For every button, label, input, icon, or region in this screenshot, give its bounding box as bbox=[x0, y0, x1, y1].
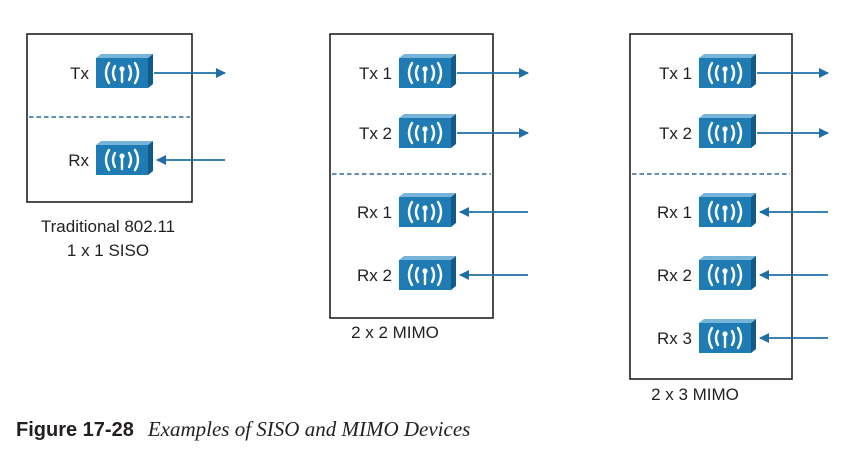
wireless-radio-icon bbox=[397, 191, 458, 229]
wireless-radio-icon bbox=[697, 112, 758, 150]
tx-label: Tx 2 bbox=[659, 124, 692, 143]
wireless-radio-icon bbox=[94, 52, 155, 90]
tx-label: Tx 1 bbox=[359, 64, 392, 83]
device-mimo-2x3: Tx 1 Tx 2 Rx 1 Rx 2 Rx 3 2 x 3 MIMO bbox=[629, 33, 829, 404]
rx-label: Rx 2 bbox=[657, 266, 692, 285]
device-caption-line-2: 1 x 1 SISO bbox=[67, 241, 149, 260]
rx-chain-1: Rx bbox=[68, 139, 225, 177]
device-caption-line-1: 2 x 2 MIMO bbox=[351, 323, 439, 342]
device-caption-line-1: Traditional 802.11 bbox=[41, 217, 175, 236]
tx-chain-2: Tx 2 bbox=[359, 112, 529, 150]
rx-label: Rx 3 bbox=[657, 329, 692, 348]
tx-label: Tx 1 bbox=[659, 64, 692, 83]
wireless-radio-icon bbox=[397, 254, 458, 292]
rx-label: Rx 1 bbox=[357, 203, 392, 222]
tx-label: Tx bbox=[70, 64, 89, 83]
rx-label: Rx 2 bbox=[357, 266, 392, 285]
device-box bbox=[629, 33, 793, 380]
figure-number: Figure 17-28 bbox=[16, 419, 134, 441]
tx-chain-1: Tx 1 bbox=[659, 52, 829, 90]
wireless-radio-icon bbox=[697, 254, 758, 292]
tx-chain-1: Tx 1 bbox=[359, 52, 529, 90]
rx-label: Rx 1 bbox=[657, 203, 692, 222]
wireless-radio-icon bbox=[697, 191, 758, 229]
device-box bbox=[329, 33, 494, 319]
rx-chain-1: Rx 1 bbox=[357, 191, 528, 229]
wireless-radio-icon bbox=[397, 52, 458, 90]
tx-chain-1: Tx bbox=[70, 52, 226, 90]
rx-chain-1: Rx 1 bbox=[657, 191, 828, 229]
rx-chain-2: Rx 2 bbox=[657, 254, 828, 292]
wireless-radio-icon bbox=[397, 112, 458, 150]
figure-caption: Figure 17-28 Examples of SISO and MIMO De… bbox=[16, 417, 470, 442]
device-caption-line-1: 2 x 3 MIMO bbox=[651, 385, 739, 404]
wireless-radio-icon bbox=[697, 317, 758, 355]
rx-chain-2: Rx 2 bbox=[357, 254, 528, 292]
wireless-radio-icon bbox=[697, 52, 758, 90]
tx-chain-2: Tx 2 bbox=[659, 112, 829, 150]
figure-title: Examples of SISO and MIMO Devices bbox=[147, 417, 471, 441]
rx-chain-3: Rx 3 bbox=[657, 317, 828, 355]
tx-label: Tx 2 bbox=[359, 124, 392, 143]
device-box bbox=[26, 33, 193, 203]
rx-label: Rx bbox=[68, 151, 89, 170]
device-mimo-2x2: Tx 1 Tx 2 Rx 1 Rx 2 2 x 2 MIMO bbox=[329, 33, 529, 342]
wireless-radio-icon bbox=[94, 139, 155, 177]
